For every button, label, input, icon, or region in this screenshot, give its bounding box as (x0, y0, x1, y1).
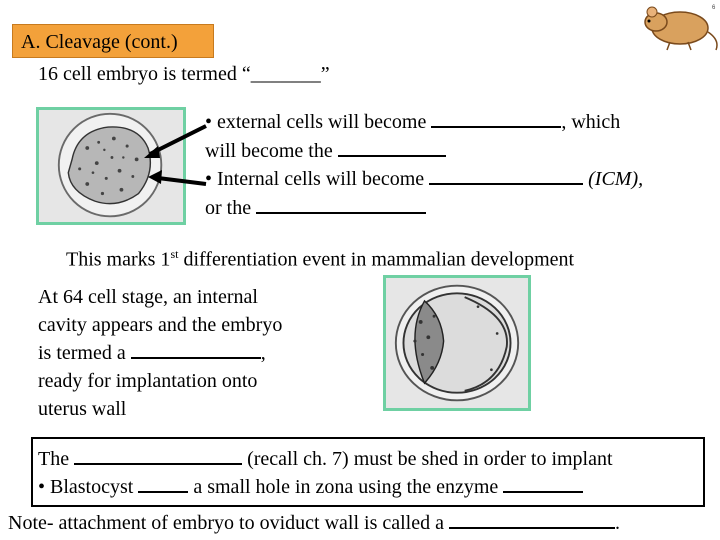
external-cells-line: • external cells will become , which (205, 108, 620, 136)
zona-box (31, 437, 705, 507)
or-the-line: or the (205, 194, 427, 222)
blastocyst-enzyme-line: • Blastocyst a small hole in zona using … (38, 473, 584, 501)
pointer-arrows (144, 124, 207, 186)
mouse-illustration: 6 (632, 5, 720, 54)
slide-title: A. Cleavage (cont.) (12, 24, 214, 58)
sixteen-cell-text: 16 cell embryo is termed “_______” (38, 63, 330, 85)
svg-text:6: 6 (712, 5, 716, 11)
note-line: Note- attachment of embryo to oviduct wa… (8, 509, 620, 537)
stage64-line1: At 64 cell stage, an internal (38, 286, 258, 308)
blastocyst-image (383, 275, 531, 411)
sixteen-cell-embryo-image (36, 107, 186, 225)
zona-line: The (recall ch. 7) must be shed in order… (38, 445, 613, 473)
internal-cells-line: • Internal cells will become (ICM), (205, 165, 643, 193)
differentiation-text: This marks 1st differentiation event in … (66, 247, 575, 271)
stage64-line4: ready for implantation onto (38, 370, 258, 392)
stage64-line3: is termed a , (38, 339, 266, 367)
will-become-line: will become the (205, 137, 446, 165)
stage64-line2: cavity appears and the embryo (38, 314, 283, 336)
stage64-line5: uterus wall (38, 398, 127, 420)
